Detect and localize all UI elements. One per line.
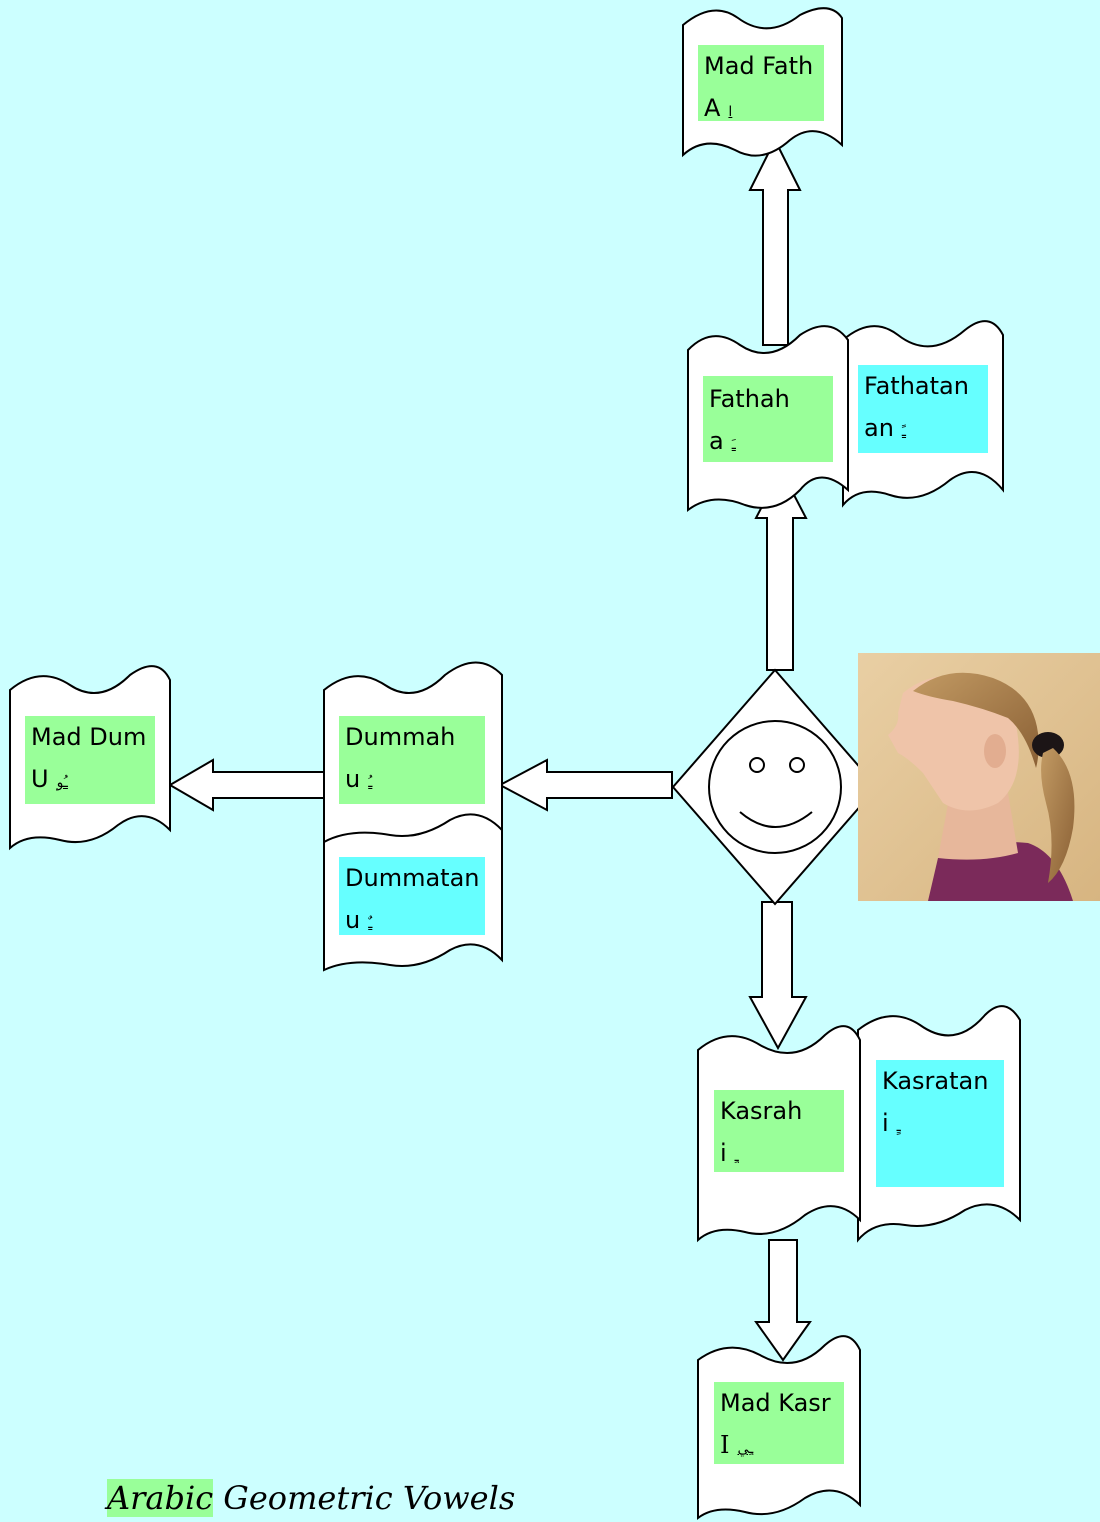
smiley-face [708,720,842,854]
title-highlight: Arabic [107,1479,214,1517]
node-name: Fathah [709,385,790,413]
node-translit: a [709,427,724,455]
diacritic-mark: ـٍ [896,1119,901,1135]
node-translit: u [345,765,361,793]
node-translit: i [720,1139,727,1167]
node-name: Dummah [345,723,456,751]
diagram-title: Arabic Geometric Vowels [107,1476,515,1522]
profile-photo-illustration [858,653,1100,901]
arrow-down-to-kasrah [748,901,808,1051]
smiley-right-eye [789,757,805,773]
smiley-mouth [739,811,813,828]
diacritic-mark: ـِي [737,1441,754,1457]
node-name: Fathatan [864,372,969,400]
node-translit: U [31,765,49,793]
node-kasratan: Kasratan i ـٍ [876,1060,1004,1187]
diacritic-mark: ـٌ [368,916,373,932]
node-name: Dummatan [345,864,480,892]
profile-photo [858,653,1100,901]
node-mad-kasr: Mad Kasr I ـِي [714,1382,844,1464]
node-translit: u [345,906,361,934]
node-name: Mad Dum [31,723,147,751]
node-name: Kasratan [882,1067,989,1095]
diacritic-mark: ـُو [56,775,68,791]
diacritic-mark: ـُ [368,775,373,791]
node-name: Mad Fath [704,52,814,80]
node-dummatan: Dummatan u ـٌ [339,857,485,935]
arrow-down-to-mad-kasr [754,1239,812,1362]
arrow-left-to-mad-dum [168,758,325,812]
arrow-up-to-mad-fath [748,137,802,346]
diacritic-mark: ـِ [734,1149,739,1165]
node-translit: an [864,414,894,442]
smiley-left-eye [749,757,765,773]
node-fathatan: Fathatan an ـً [858,365,988,453]
node-fathah: Fathah a ـَ [703,376,833,462]
diacritic-mark: ـَ [731,437,736,453]
node-mad-dum: Mad Dum U ـُو [25,716,155,804]
node-dummah: Dummah u ـُ [339,716,485,804]
node-translit: i [882,1109,889,1137]
node-name: Mad Kasr [720,1389,831,1417]
diacritic-mark: ا [728,104,733,120]
node-kasrah: Kasrah i ـِ [714,1090,844,1172]
node-translit: I [720,1431,730,1459]
arrow-left-to-dummah [497,758,673,812]
node-translit: A [704,94,721,122]
diacritic-mark: ـً [901,424,907,440]
title-rest: Geometric Vowels [213,1479,516,1517]
node-name: Kasrah [720,1097,803,1125]
